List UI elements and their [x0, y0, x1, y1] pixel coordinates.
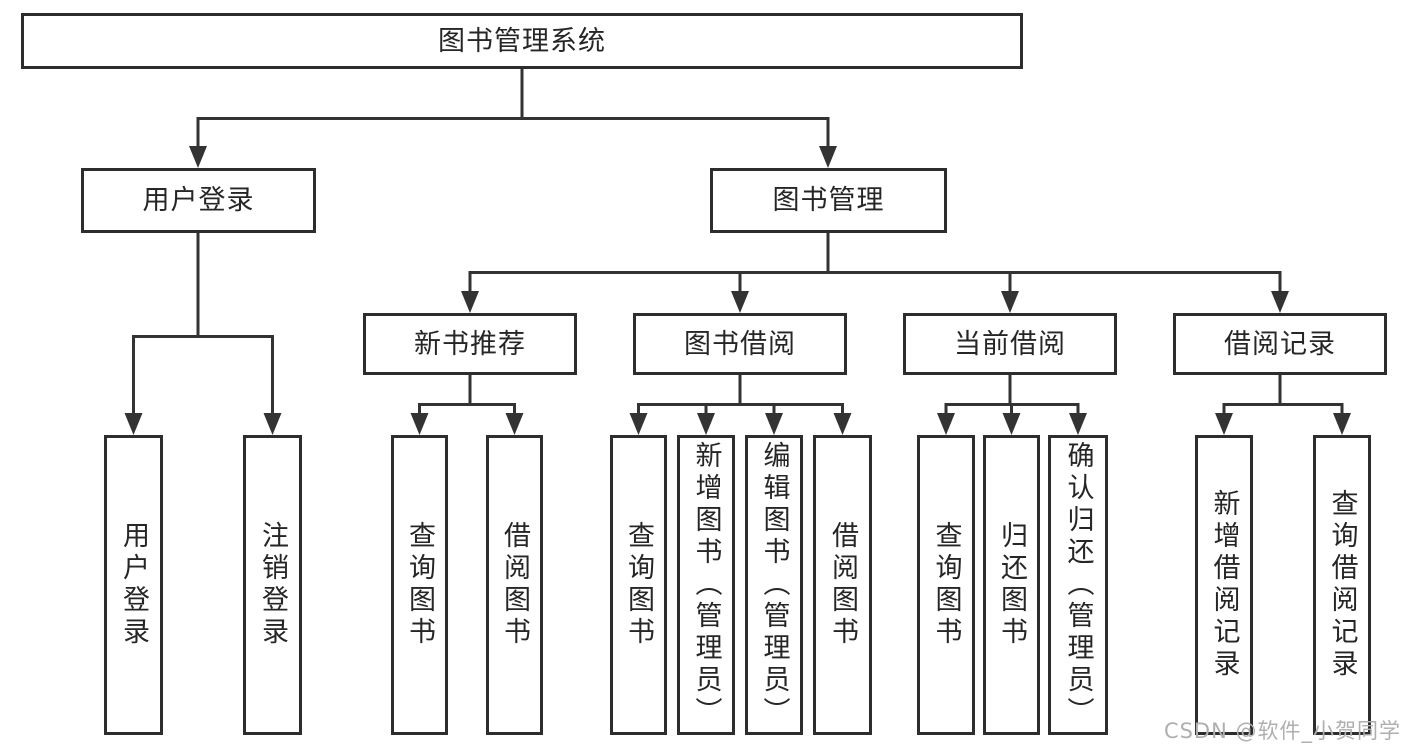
leaf-query-borrow-record: 查询借阅记录 — [1313, 435, 1371, 735]
leaf-add-books-admin: 新增图书（管理员） — [677, 435, 735, 735]
leaf-confirm-return-admin: 确认归还（管理员） — [1048, 435, 1108, 735]
node-current-borrow: 当前借阅 — [903, 313, 1117, 375]
leaf-add-borrow-record: 新增借阅记录 — [1195, 435, 1253, 735]
leaf-borrow-books-2: 借阅图书 — [813, 435, 872, 735]
node-book-management: 图书管理 — [710, 168, 947, 233]
leaf-return-books: 归还图书 — [983, 435, 1040, 735]
node-borrow-records: 借阅记录 — [1173, 313, 1387, 375]
leaf-borrow-books-1: 借阅图书 — [486, 435, 543, 735]
leaf-edit-books-admin: 编辑图书（管理员） — [745, 435, 803, 735]
leaf-query-books-2: 查询图书 — [610, 435, 667, 735]
watermark: CSDN @软件_小贺同学 — [1163, 719, 1401, 743]
leaf-query-books-1: 查询图书 — [391, 435, 448, 735]
node-user-login: 用户登录 — [81, 168, 316, 233]
node-new-book-recommend: 新书推荐 — [363, 313, 577, 375]
node-root: 图书管理系统 — [21, 13, 1023, 69]
leaf-query-books-3: 查询图书 — [917, 435, 975, 735]
leaf-user-login: 用户登录 — [104, 435, 163, 735]
leaf-logout: 注销登录 — [243, 435, 302, 735]
node-book-borrow: 图书借阅 — [633, 313, 847, 375]
